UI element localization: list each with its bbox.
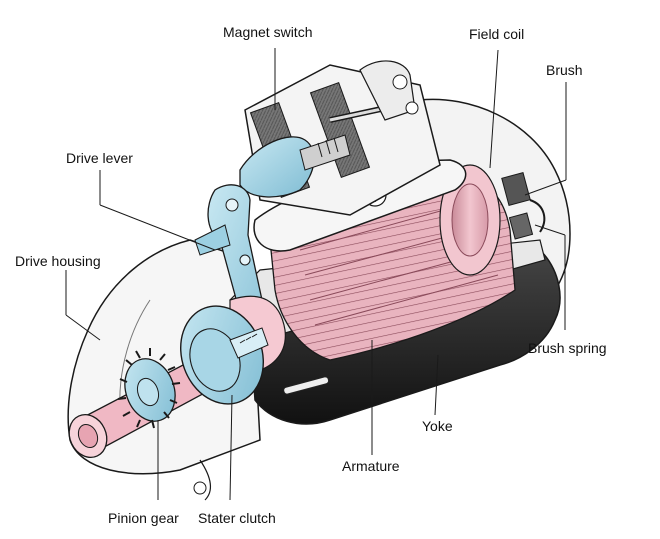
leader-brush-spring-b <box>534 224 566 236</box>
label-pinion-gear: Pinion gear <box>108 510 179 526</box>
label-yoke: Yoke <box>422 418 453 434</box>
label-armature: Armature <box>342 458 400 474</box>
leader-field-coil <box>489 49 499 169</box>
leader-stater-clutch <box>229 394 233 501</box>
leader-drive-housing-b <box>65 314 101 341</box>
label-field-coil: Field coil <box>469 26 525 42</box>
label-magnet-switch: Magnet switch <box>223 24 313 40</box>
label-brush: Brush <box>546 62 583 78</box>
leader-yoke <box>434 354 439 416</box>
magnet-switch <box>239 60 441 216</box>
label-stater-clutch: Stater clutch <box>198 510 276 526</box>
label-drive-lever: Drive lever <box>66 150 133 166</box>
leader-lines <box>65 48 567 501</box>
leader-brush-b <box>524 179 567 196</box>
brush-assembly <box>501 172 546 240</box>
pinion-gear <box>117 348 181 429</box>
label-brush-spring: Brush spring <box>528 340 607 356</box>
label-drive-housing: Drive housing <box>15 253 101 269</box>
stater-clutch <box>180 305 269 405</box>
leader-drive-lever-b <box>99 204 216 251</box>
